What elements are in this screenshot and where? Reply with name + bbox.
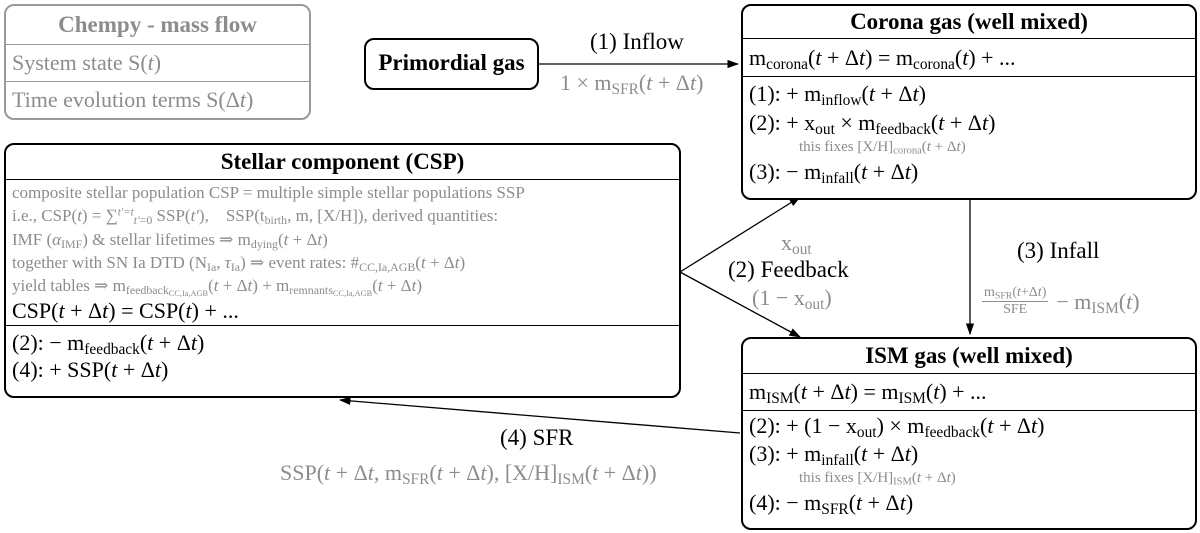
ism-term-2: (2): + (1 − xout) × mfeedback(t + Δt) <box>749 413 1045 441</box>
feedback-label: (2) Feedback <box>728 257 849 282</box>
corona-term-3: (3): − minfall(t + Δt) <box>749 159 919 187</box>
legend-system-state: System state S(t) <box>6 44 309 81</box>
ism-title: ISM gas (well mixed) <box>865 343 1073 368</box>
ism-gas-box: ISM gas (well mixed) mISM(t + Δt) = mISM… <box>741 337 1197 530</box>
inflow-formula: 1 × mSFR(t + Δt) <box>560 70 704 98</box>
feedback-to-ism-arrow <box>679 271 802 338</box>
csp-desc-3: IMF (αIMF) & stellar lifetimes ⇒ mdying(… <box>12 230 328 251</box>
ism-term-3: (3): + minfall(t + Δt) <box>749 441 919 469</box>
legend-title: Chempy - mass flow <box>58 12 257 37</box>
csp-desc-1: composite stellar population CSP = multi… <box>12 183 525 202</box>
sfr-formula: SSP(t + Δt, mSFR(t + Δt), [X/H]ISM(t + Δ… <box>280 460 657 488</box>
corona-state: mcorona(t + Δt) = mcorona(t) + ... <box>743 38 1195 76</box>
infall-label: (3) Infall <box>1017 238 1100 263</box>
csp-term-4: (4): + SSP(t + Δt) <box>12 357 169 382</box>
ism-terms: (2): + (1 − xout) × mfeedback(t + Δt) (3… <box>743 410 1195 517</box>
inflow-label: (1) Inflow <box>590 29 684 54</box>
feedback-to-corona-arrow <box>679 196 801 273</box>
csp-state-section: composite stellar population CSP = multi… <box>6 179 679 325</box>
csp-terms: (2): − mfeedback(t + Δt) (4): + SSP(t + … <box>6 325 679 383</box>
primordial-gas-box: Primordial gas <box>364 38 539 90</box>
csp-desc-2: i.e., CSP(t) = ∑t'=tt'=0 SSP(t'), SSP(tb… <box>12 206 499 227</box>
ism-note: this fixes [X/H]ISM(t + Δt) <box>799 470 956 488</box>
feedback-xout-label: xout <box>781 230 812 258</box>
ism-term-4: (4): − mSFR(t + Δt) <box>749 490 914 518</box>
legend-time-evolution: Time evolution terms S(Δt) <box>6 81 309 118</box>
legend-box: Chempy - mass flow System state S(t) Tim… <box>4 4 311 120</box>
corona-terms: (1): + minflow(t + Δt) (2): + xout × mfe… <box>743 76 1195 186</box>
sfr-label: (4) SFR <box>500 425 574 450</box>
csp-desc-5: yield tables ⇒ mfeedbackCC,Ia,AGB(t + Δt… <box>12 276 423 299</box>
sfr-arrow <box>338 396 741 434</box>
feedback-minus-label: (1 − xout) <box>752 285 832 313</box>
corona-title: Corona gas (well mixed) <box>850 9 1088 34</box>
corona-term-2: (2): + xout × mfeedback(t + Δt) <box>749 110 996 138</box>
csp-title: Stellar component (CSP) <box>220 149 465 174</box>
ism-state: mISM(t + Δt) = mISM(t) + ... <box>743 373 1195 410</box>
primordial-gas-title: Primordial gas <box>378 50 525 75</box>
csp-term-2: (2): − mfeedback(t + Δt) <box>12 330 205 358</box>
csp-desc-4: together with SN Ia DTD (NIa, τIa) ⇒ eve… <box>12 253 466 274</box>
stellar-component-box: Stellar component (CSP) composite stella… <box>4 143 681 398</box>
corona-term-1: (1): + minflow(t + Δt) <box>749 81 926 109</box>
csp-state: CSP(t + Δt) = CSP(t) + ... <box>12 298 239 323</box>
corona-note: this fixes [X/H]corona(t + Δt) <box>799 139 966 157</box>
infall-formula: mSFR(t+Δt) SFE − mISM(t) <box>982 285 1140 317</box>
corona-gas-box: Corona gas (well mixed) mcorona(t + Δt) … <box>741 4 1197 200</box>
